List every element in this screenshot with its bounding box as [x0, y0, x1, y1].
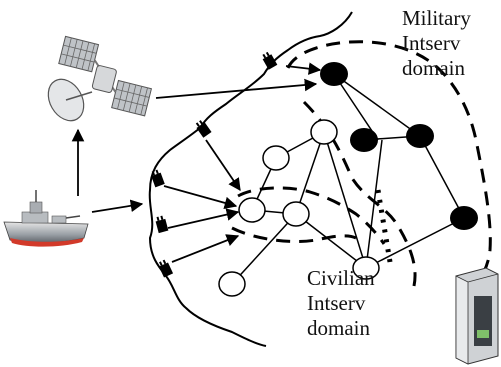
- military-domain-boundary: [286, 40, 492, 294]
- military-label-line-1: Military: [402, 6, 471, 30]
- civilian-node: [238, 197, 266, 223]
- warship-icon: [3, 190, 89, 247]
- civilian-node: [282, 201, 310, 227]
- civilian-label-line-3: domain: [307, 316, 370, 340]
- civilian-label-line-2: Intserv: [307, 291, 366, 315]
- server-tower-icon: [455, 267, 499, 365]
- civilian-node: [310, 119, 338, 145]
- civilian-label-line-1: Civilian: [307, 266, 375, 290]
- civilian-nodes: [218, 119, 380, 297]
- plug-connector-icon: [155, 215, 169, 234]
- military-domain-boundary-inner: [302, 100, 417, 287]
- military-node: [320, 62, 348, 86]
- network-boundary: [148, 11, 353, 347]
- signal-arrows: [71, 62, 322, 263]
- plug-connector-icon: [262, 51, 278, 70]
- dotted-connector: [375, 189, 393, 263]
- military-nodes: [320, 62, 478, 230]
- military-label-line-2: Intserv: [402, 31, 461, 55]
- civilian-node: [218, 271, 246, 297]
- civilian-node: [352, 256, 380, 280]
- satellite-icon: [47, 35, 153, 122]
- plug-connector-icon: [158, 259, 174, 278]
- civilian-node: [262, 145, 290, 171]
- military-label-line-3: domain: [402, 56, 465, 80]
- civilian-domain-label: Civilian Intserv domain: [307, 266, 375, 341]
- network-links: [231, 73, 465, 285]
- military-node: [406, 124, 434, 148]
- plug-connector-icon: [151, 169, 165, 188]
- military-node: [450, 206, 478, 230]
- gateway-connectors: [151, 51, 278, 278]
- plug-connector-icon: [195, 120, 212, 138]
- military-node: [350, 128, 378, 152]
- military-domain-label: Military Intserv domain: [402, 6, 471, 81]
- civilian-domain-boundary: [237, 186, 386, 245]
- civilian-domain-boundary-lower: [231, 226, 357, 243]
